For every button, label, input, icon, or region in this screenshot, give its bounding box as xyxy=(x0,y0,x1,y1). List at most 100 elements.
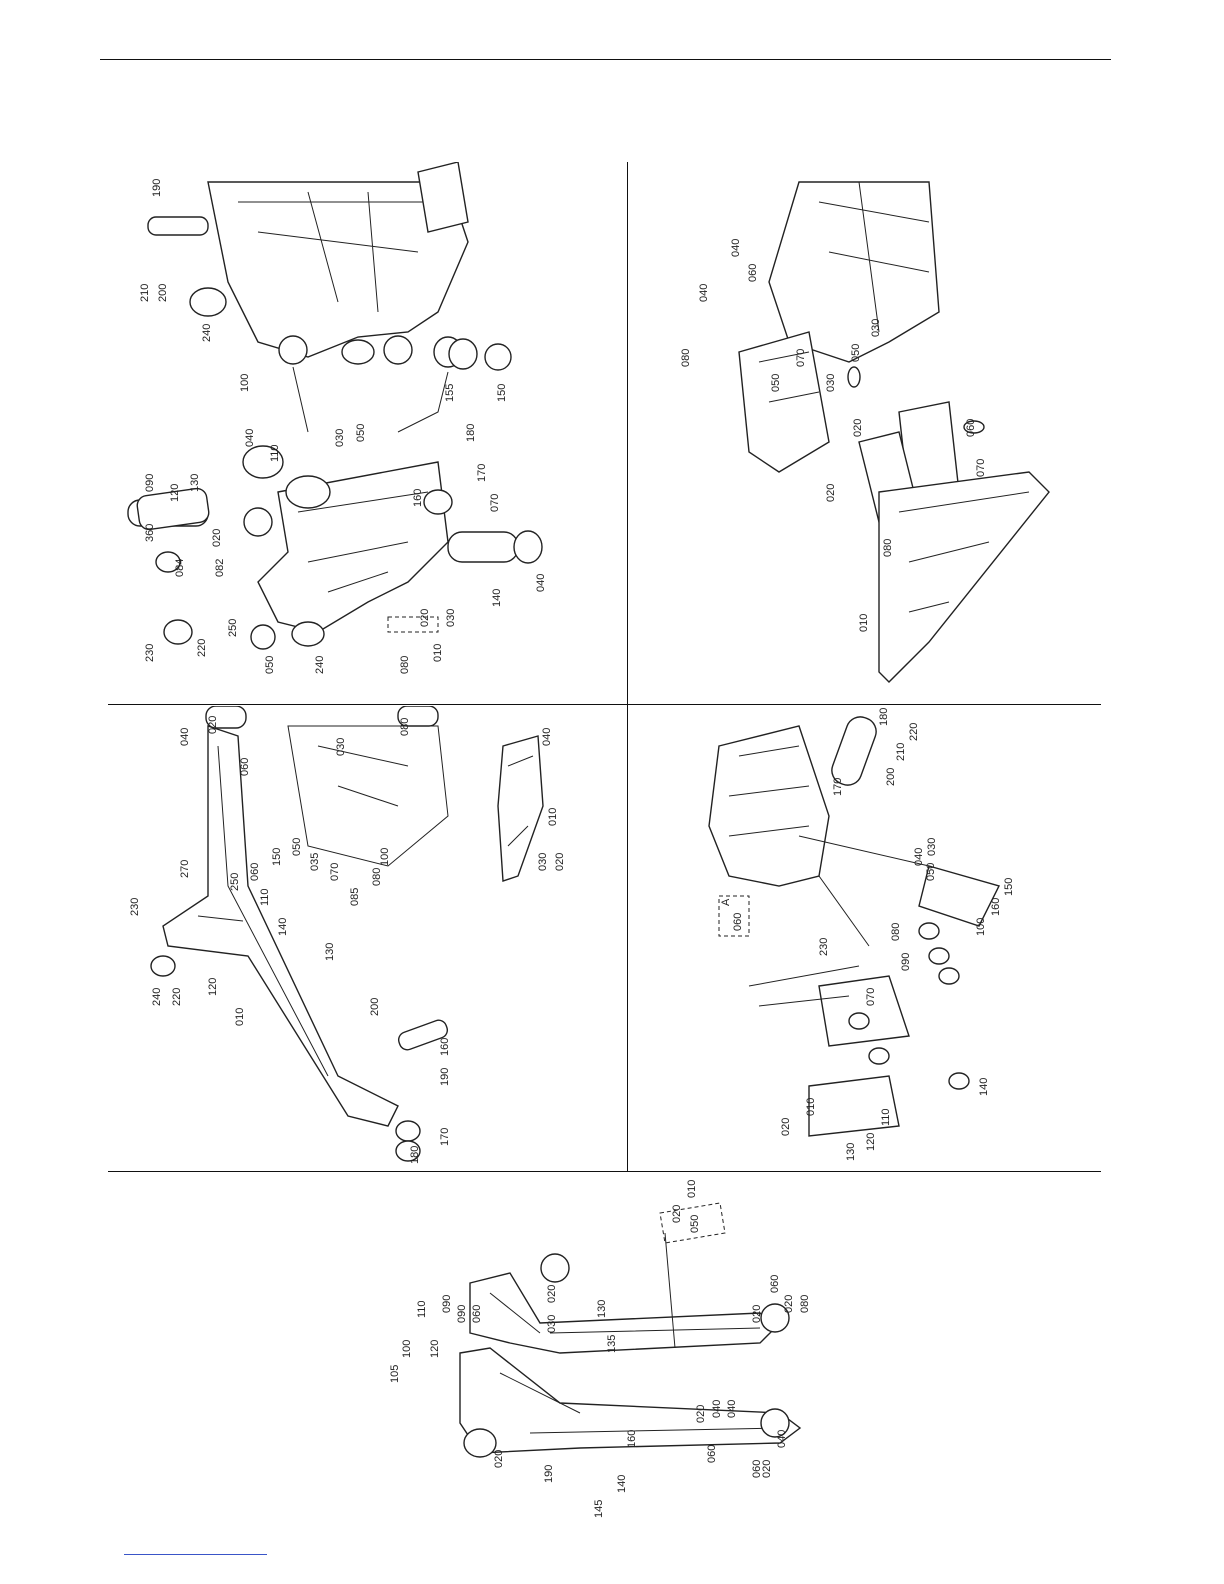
callout-label: 030 xyxy=(870,319,882,337)
callout-label: 140 xyxy=(491,589,503,607)
callout-label: 150 xyxy=(271,848,283,866)
callout-label: 040 xyxy=(541,728,553,746)
callout-label: 020 xyxy=(211,529,223,547)
callout-label: 180 xyxy=(409,1146,421,1164)
callout-label: 170 xyxy=(439,1128,451,1146)
callout-label: 030 xyxy=(335,738,347,756)
callout-label: 060 xyxy=(706,1445,718,1463)
callout-label: 040 xyxy=(730,239,742,257)
callout-label: 130 xyxy=(845,1143,857,1161)
diagram-panel-boom: 020 040 060 030 080 100 150 050 035 070 … xyxy=(108,706,626,1169)
callout-label: 190 xyxy=(543,1465,555,1483)
callout-label: 020 xyxy=(783,1295,795,1313)
callout-label: 040 xyxy=(913,848,925,866)
callout-label: 050 xyxy=(925,863,937,881)
callout-label: 140 xyxy=(616,1475,628,1493)
callout-label: 210 xyxy=(895,743,907,761)
callout-label: 020 xyxy=(493,1450,505,1468)
callout-label: 360 xyxy=(144,524,156,542)
callout-label: 110 xyxy=(259,888,271,906)
callout-label: 220 xyxy=(908,723,920,741)
callout-label: 060 xyxy=(965,419,977,437)
callout-label: 150 xyxy=(496,384,508,402)
callout-label: 020 xyxy=(761,1460,773,1478)
callout-label: 155 xyxy=(444,384,456,402)
callout-label: 220 xyxy=(171,988,183,1006)
callout-label: 010 xyxy=(547,808,559,826)
diagram-panel-dozer-blade: 040 060 040 080 050 070 030 050 030 020 … xyxy=(629,162,1101,702)
callout-label: 040 xyxy=(535,574,547,592)
callout-label: 100 xyxy=(239,374,251,392)
callout-label: 240 xyxy=(151,988,163,1006)
callout-label: 120 xyxy=(169,484,181,502)
callout-label: 250 xyxy=(227,619,239,637)
callout-label: 130 xyxy=(324,943,336,961)
callout-label: 090 xyxy=(456,1305,468,1323)
callout-label: 040 xyxy=(726,1400,738,1418)
callout-label: 080 xyxy=(680,349,692,367)
diagram-panel-bucket-linkage: 180 220 210 200 170 030 040 050 160 150 … xyxy=(629,706,1101,1169)
callout-label: 020 xyxy=(207,716,219,734)
callout-label: 050 xyxy=(850,344,862,362)
callout-label: 080 xyxy=(371,868,383,886)
callout-label: 082 xyxy=(214,559,226,577)
callout-label: 250 xyxy=(229,873,241,891)
callout-label: 200 xyxy=(157,284,169,302)
callout-label: 030 xyxy=(334,429,346,447)
callout-label: 050 xyxy=(291,838,303,856)
callout-label: 220 xyxy=(196,639,208,657)
callout-label: 160 xyxy=(412,489,424,507)
callout-label: 230 xyxy=(144,644,156,662)
callout-label: 190 xyxy=(439,1068,451,1086)
callout-label: 020 xyxy=(825,484,837,502)
callout-label: 170 xyxy=(832,778,844,796)
callout-label: 010 xyxy=(234,1008,246,1026)
callout-label: 090 xyxy=(900,953,912,971)
callout-label: 130 xyxy=(596,1300,608,1318)
callout-label: 210 xyxy=(139,284,151,302)
callout-label: 120 xyxy=(865,1133,877,1151)
callout-label: 030 xyxy=(926,838,938,856)
callout-label: 050 xyxy=(689,1215,701,1233)
callout-label: 030 xyxy=(825,374,837,392)
diagram-panel-swing-bracket: 190 210 200 240 100 155 150 090 130 120 … xyxy=(108,162,626,702)
callout-label: 070 xyxy=(489,494,501,512)
callout-label: 080 xyxy=(399,656,411,674)
callout-label: 080 xyxy=(882,539,894,557)
callout-label: 085 xyxy=(349,888,361,906)
callout-label: 020 xyxy=(751,1305,763,1323)
callout-label: 110 xyxy=(880,1108,892,1126)
callout-label: 040 xyxy=(244,429,256,447)
callout-label: 160 xyxy=(626,1430,638,1448)
callout-label: 010 xyxy=(686,1180,698,1198)
callout-label: 060 xyxy=(239,758,251,776)
callout-label: 110 xyxy=(269,444,281,462)
callout-label: 020 xyxy=(419,609,431,627)
callout-label: 020 xyxy=(852,419,864,437)
callout-label: 140 xyxy=(277,918,289,936)
callout-label: 035 xyxy=(309,853,321,871)
callout-label: 030 xyxy=(445,609,457,627)
callout-label: 240 xyxy=(314,656,326,674)
callout-label: A xyxy=(720,898,732,906)
callout-label: 240 xyxy=(201,324,213,342)
callout-label: 040 xyxy=(179,728,191,746)
callout-label: 020 xyxy=(671,1205,683,1223)
callout-label: 030 xyxy=(537,853,549,871)
callout-label: 070 xyxy=(975,459,987,477)
callout-label: 180 xyxy=(878,708,890,726)
callout-label: 010 xyxy=(432,644,444,662)
callout-label: 105 xyxy=(389,1365,401,1383)
callout-label: 020 xyxy=(554,853,566,871)
panel-divider-horizontal-1 xyxy=(108,704,1101,705)
callout-label: 100 xyxy=(401,1340,413,1358)
callout-label: 010 xyxy=(805,1098,817,1116)
callout-label: 270 xyxy=(179,860,191,878)
callout-label: 110 xyxy=(416,1300,428,1318)
callout-label: 070 xyxy=(329,863,341,881)
callout-label: 060 xyxy=(732,913,744,931)
callout-label: 135 xyxy=(606,1335,618,1353)
callout-label: 080 xyxy=(399,718,411,736)
callout-label: 080 xyxy=(890,923,902,941)
callout-label: 130 xyxy=(189,474,201,492)
